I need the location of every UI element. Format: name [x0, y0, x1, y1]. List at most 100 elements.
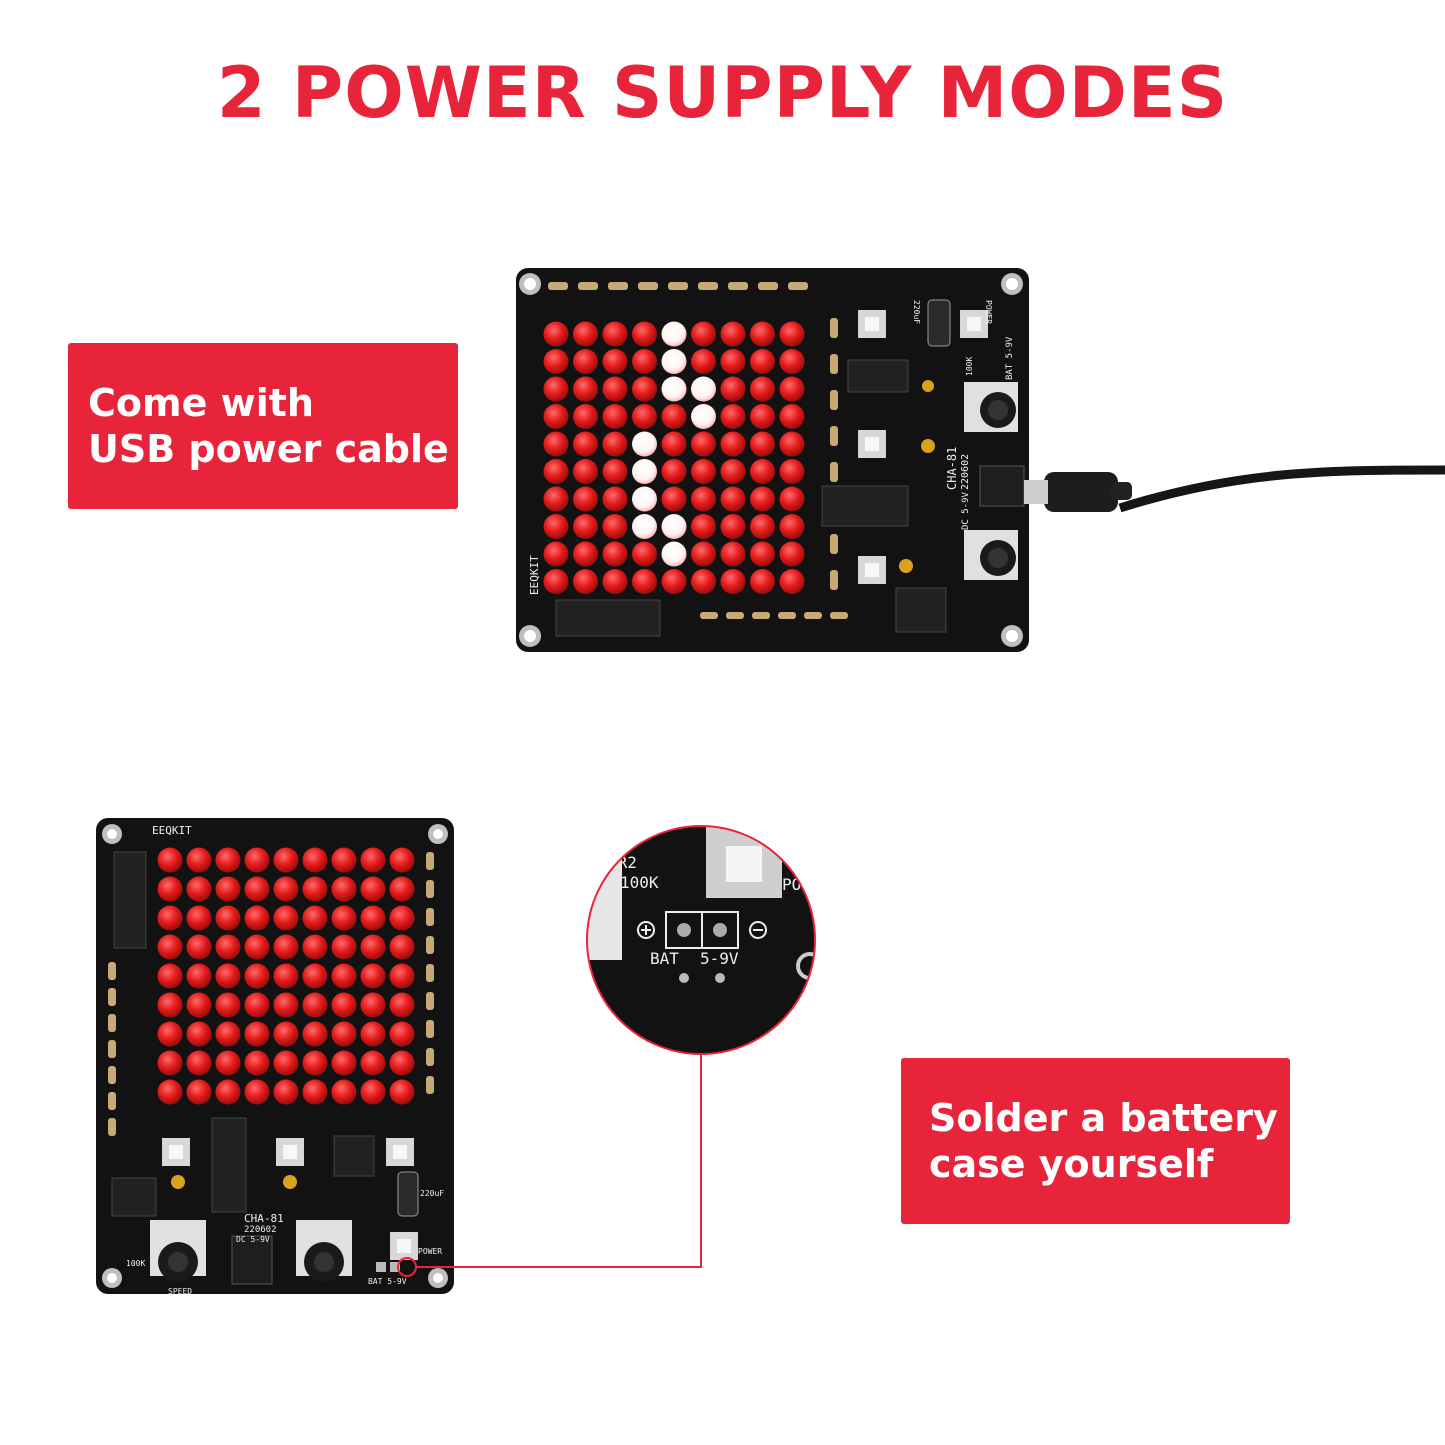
- bottom-resistors: [108, 852, 434, 1136]
- lit-led: [691, 404, 716, 429]
- led: [720, 569, 746, 594]
- battery-callout-line-2: case yourself: [929, 1142, 1214, 1186]
- push-buttons: [858, 310, 988, 584]
- led: [573, 541, 598, 567]
- usb-cable-callout: Come with USB power cable: [68, 343, 458, 509]
- led: [602, 404, 628, 429]
- led: [360, 876, 386, 902]
- led: [720, 404, 746, 429]
- led: [331, 1021, 357, 1047]
- top-dc-label: DC 5-9V: [961, 491, 971, 530]
- led: [543, 541, 569, 567]
- bottom-model-label: CHA-81: [244, 1212, 284, 1225]
- lit-led: [661, 514, 687, 539]
- led: [691, 321, 716, 347]
- led: [779, 486, 805, 512]
- top-board: EEQKIT CHA-81 220602 DC 5-9V BAT 5-9V 10…: [516, 268, 1029, 652]
- led: [273, 905, 299, 931]
- led: [331, 847, 357, 873]
- led: [215, 876, 241, 902]
- resistor: [698, 282, 718, 290]
- ceramic-capacitor: [922, 380, 934, 392]
- top-bat-label: BAT 5-9V: [1005, 336, 1015, 380]
- led: [273, 876, 299, 902]
- led: [573, 404, 598, 429]
- lit-led: [632, 431, 657, 457]
- ceramic-capacitor: [899, 559, 913, 573]
- led: [602, 431, 628, 457]
- led: [360, 992, 386, 1018]
- led: [273, 1050, 299, 1076]
- led: [215, 934, 241, 960]
- led: [720, 541, 746, 567]
- lit-led: [661, 321, 687, 347]
- led: [750, 541, 775, 567]
- electrolytic-capacitor: [927, 299, 951, 347]
- led: [302, 905, 328, 931]
- led: [302, 1079, 328, 1105]
- led: [186, 847, 212, 873]
- led: [157, 847, 183, 873]
- led: [632, 541, 657, 567]
- ic-chip: [211, 1117, 247, 1213]
- led: [779, 321, 805, 347]
- bottom-brand-label: EEQKIT: [152, 824, 192, 837]
- led: [750, 321, 775, 347]
- resistor: [728, 282, 748, 290]
- resistor: [108, 1014, 116, 1032]
- zoom-volt-label: 5-9V: [700, 949, 739, 968]
- bottom-dc-label: DC 5-9V: [236, 1235, 270, 1244]
- led: [331, 963, 357, 989]
- led: [750, 431, 775, 457]
- led: [720, 321, 746, 347]
- led: [331, 934, 357, 960]
- led: [244, 905, 270, 931]
- led: [302, 934, 328, 960]
- led: [573, 459, 598, 484]
- led: [691, 431, 716, 457]
- resistor: [830, 462, 838, 482]
- led: [779, 569, 805, 594]
- headline: 2 POWER SUPPLY MODES: [216, 52, 1229, 134]
- led: [602, 459, 628, 484]
- resistor: [548, 282, 568, 290]
- resistor: [788, 282, 808, 290]
- ceramic-capacitor: [921, 439, 935, 453]
- resistor: [426, 880, 434, 898]
- led: [720, 349, 746, 374]
- led: [632, 404, 657, 429]
- led: [602, 486, 628, 512]
- led: [157, 876, 183, 902]
- led: [360, 1079, 386, 1105]
- led: [157, 992, 183, 1018]
- ic-chip: [111, 1177, 157, 1217]
- led: [779, 404, 805, 429]
- led: [779, 376, 805, 402]
- resistor: [108, 962, 116, 980]
- led: [157, 1021, 183, 1047]
- led: [632, 569, 657, 594]
- resistor: [804, 612, 822, 619]
- led: [244, 1050, 270, 1076]
- led: [186, 963, 212, 989]
- led: [661, 486, 687, 512]
- resistor: [830, 570, 838, 590]
- ic-chip: [113, 851, 147, 949]
- led: [244, 847, 270, 873]
- zoom-power-label: PO: [782, 875, 801, 894]
- led: [750, 569, 775, 594]
- led: [273, 847, 299, 873]
- led: [389, 963, 415, 989]
- led: [360, 905, 386, 931]
- usb-power-cable: [1024, 465, 1445, 513]
- led: [360, 963, 386, 989]
- led: [302, 1021, 328, 1047]
- led: [331, 905, 357, 931]
- led: [691, 514, 716, 539]
- led: [215, 847, 241, 873]
- led: [779, 459, 805, 484]
- resistor: [426, 1048, 434, 1066]
- mounting-holes: [519, 273, 1023, 647]
- led: [302, 1050, 328, 1076]
